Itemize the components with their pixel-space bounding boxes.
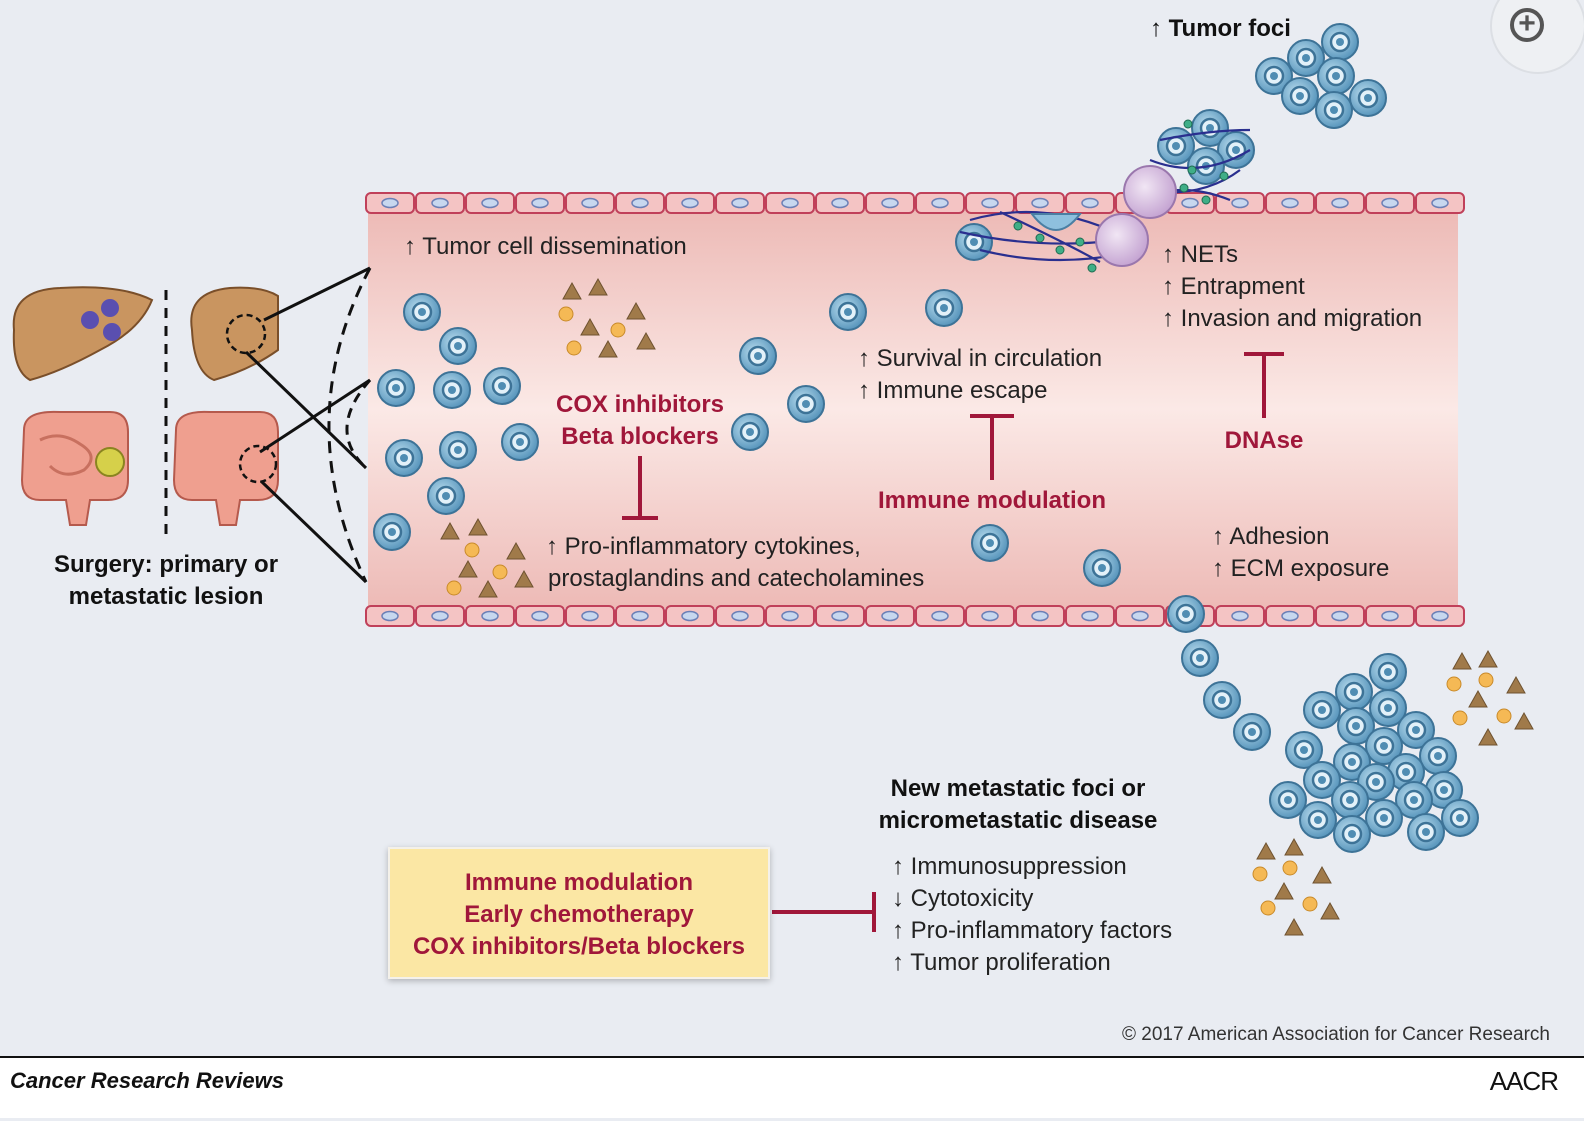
inhibitor-therapy xyxy=(772,892,876,932)
connector-lines xyxy=(244,266,372,584)
label-immune-escape: ↑ Immune escape xyxy=(858,377,1047,404)
aacr-logo: AACR xyxy=(1489,1066,1559,1096)
label-adhesion: ↑ Adhesion xyxy=(1212,523,1329,550)
label-dnase: DNAse xyxy=(1225,427,1304,454)
footer-bar: Cancer Research Reviews AACR xyxy=(0,1056,1584,1118)
therapy-line-1: Immune modulation xyxy=(465,869,693,896)
label-surgery-2: metastatic lesion xyxy=(69,583,264,610)
label-tumor-foci: ↑ Tumor foci xyxy=(1150,15,1291,42)
label-proinflam: ↑ Pro-inflammatory factors xyxy=(892,917,1172,944)
vessel-wall-top xyxy=(365,192,1465,214)
label-cox: COX inhibitors xyxy=(556,391,724,418)
label-ecm: ↑ ECM exposure xyxy=(1212,555,1389,582)
colon-tumor-icon xyxy=(20,410,129,526)
label-nets: ↑ NETs xyxy=(1162,241,1238,268)
journal-name: Cancer Research Reviews xyxy=(10,1068,284,1093)
vessel-wall-bottom xyxy=(365,605,1465,627)
label-prostaglandins: prostaglandins and catecholamines xyxy=(548,565,924,592)
neutrophil-icon xyxy=(1029,165,1177,267)
therapy-line-3: COX inhibitors/Beta blockers xyxy=(412,933,746,960)
zoom-in-icon[interactable]: + xyxy=(1510,8,1544,42)
therapy-box: Immune modulation Early chemotherapy COX… xyxy=(388,847,770,979)
blood-vessel xyxy=(365,192,1465,627)
inhibitor-cox xyxy=(622,456,658,520)
label-entrapment: ↑ Entrapment xyxy=(1162,273,1305,300)
label-proliferation: ↑ Tumor proliferation xyxy=(892,949,1111,976)
liver-tumor-icon xyxy=(12,286,154,382)
cytokine-particles xyxy=(440,277,1534,936)
label-cytokines: ↑ Pro-inflammatory cytokines, xyxy=(546,533,861,560)
inhibitor-dnase xyxy=(1244,352,1284,418)
label-survival: ↑ Survival in circulation xyxy=(858,345,1102,372)
label-new-foci-1: New metastatic foci or xyxy=(891,775,1146,802)
label-new-foci-2: micrometastatic disease xyxy=(879,807,1158,834)
label-surgery-1: Surgery: primary or xyxy=(54,551,278,578)
label-immunosuppression: ↑ Immunosuppression xyxy=(892,853,1127,880)
label-immune-modulation: Immune modulation xyxy=(878,487,1106,514)
label-cytotoxicity: ↓ Cytotoxicity xyxy=(892,885,1033,912)
net-granules xyxy=(1013,119,1229,273)
liver-resected-icon xyxy=(190,286,279,382)
label-dissemination: ↑ Tumor cell dissemination xyxy=(404,233,687,260)
inhibitor-immune xyxy=(970,414,1014,480)
copyright-notice: © 2017 American Association for Cancer R… xyxy=(1122,1024,1550,1045)
colon-resected-icon xyxy=(172,410,279,526)
therapy-line-2: Early chemotherapy xyxy=(464,901,694,928)
label-invasion: ↑ Invasion and migration xyxy=(1162,305,1422,332)
label-beta: Beta blockers xyxy=(561,423,718,450)
